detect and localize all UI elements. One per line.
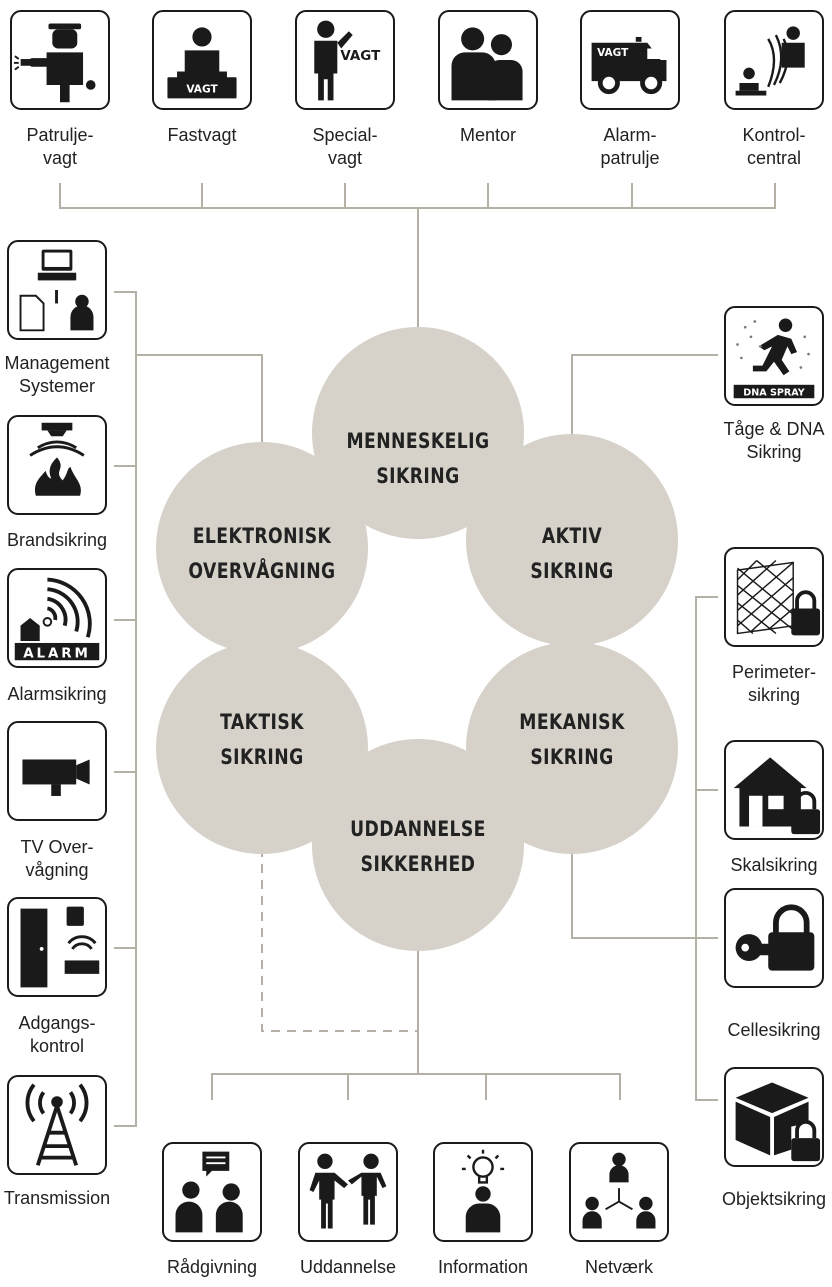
circle-uddannelse xyxy=(312,739,524,951)
transmission-box xyxy=(7,1075,107,1175)
network-icon xyxy=(582,1152,656,1229)
label-perimetersikring: Perimeter- sikring xyxy=(731,662,816,705)
label-tage-dna: Tåge & DNA Sikring xyxy=(723,419,825,462)
key-lock-icon xyxy=(735,904,815,971)
label-transmission: Transmission xyxy=(3,1188,111,1208)
circle-aktiv xyxy=(466,434,678,646)
information-box xyxy=(433,1142,533,1242)
label-information: Information xyxy=(437,1257,529,1277)
circle-taktisk xyxy=(156,642,368,854)
label-cellesikring: Cellesikring xyxy=(727,1020,821,1040)
control-center-icon xyxy=(735,26,805,96)
skalsikring-box xyxy=(724,740,824,840)
mentor-icon xyxy=(451,27,523,101)
house-lock-icon xyxy=(733,757,821,835)
label-patrulje-vagt: Patrulje- vagt xyxy=(26,125,94,168)
circle-label-taktisk: TAKTISK SIKRING xyxy=(220,710,304,769)
label-fastvagt: Fastvagt xyxy=(167,125,237,145)
fire-detector-icon xyxy=(29,422,85,496)
label-brandsikring: Brandsikring xyxy=(6,530,108,550)
management-system-icon xyxy=(19,249,94,332)
circle-mekanisk xyxy=(466,642,678,854)
label-netvaerk: Netværk xyxy=(584,1257,653,1277)
guard-flashlight-icon xyxy=(13,23,96,103)
label-uddannelse: Uddannelse xyxy=(299,1257,397,1277)
dna-spray-badge: DNA SPRAY xyxy=(743,387,806,398)
circle-label-aktiv: AKTIV SIKRING xyxy=(530,524,614,583)
fence-lock-icon xyxy=(736,559,821,636)
brandsikring-box xyxy=(7,415,107,515)
objektsikring-box xyxy=(724,1067,824,1167)
label-management-systemer: Management Systemer xyxy=(4,353,110,396)
patrol-van-icon: VAGT xyxy=(591,36,667,95)
fastvagt-box: VAGT xyxy=(152,10,252,110)
netvaerk-box xyxy=(569,1142,669,1242)
label-radgivning: Rådgivning xyxy=(166,1257,258,1277)
access-control-icon xyxy=(20,906,100,988)
circle-menneskelig xyxy=(312,327,524,539)
label-alarmsikring: Alarmsikring xyxy=(7,684,107,704)
alarmsikring-box: ALARM xyxy=(7,568,107,668)
vagt-badge: VAGT xyxy=(340,49,381,64)
label-skalsikring: Skalsikring xyxy=(730,855,818,875)
patrulje-vagt-box xyxy=(10,10,110,110)
management-systemer-box xyxy=(7,240,107,340)
label-kontrol-central: Kontrol- central xyxy=(742,125,806,168)
adgangskontrol-box xyxy=(7,897,107,997)
box-lock-icon xyxy=(735,1082,821,1162)
cctv-camera-icon xyxy=(22,759,90,796)
label-objektsikring: Objektsikring xyxy=(721,1189,827,1209)
label-tv-overvagning: TV Over- vågning xyxy=(20,837,94,880)
special-guard-icon: VAGT xyxy=(314,20,381,101)
circle-label-mekanisk: MEKANISK SIKRING xyxy=(519,710,625,769)
label-adgangskontrol: Adgangs- kontrol xyxy=(18,1013,96,1056)
label-special-vagt: Special- vagt xyxy=(312,125,378,168)
radgivning-box xyxy=(162,1142,262,1242)
label-mentor: Mentor xyxy=(459,125,517,145)
tage-dna-box: DNA SPRAY xyxy=(724,306,824,406)
alarm-patrulje-box: VAGT xyxy=(580,10,680,110)
perimetersikring-box xyxy=(724,547,824,647)
alarm-badge: ALARM xyxy=(23,646,90,661)
reception-desk-icon: VAGT xyxy=(167,27,237,99)
special-vagt-box: VAGT xyxy=(295,10,395,110)
alarm-signal-icon: ALARM xyxy=(14,577,100,661)
circle-label-menneskelig: MENNESKELIG SIKRING xyxy=(346,429,490,488)
lightbulb-person-icon xyxy=(461,1149,505,1233)
cellesikring-box xyxy=(724,888,824,988)
label-alarm-patrulje: Alarm- patrulje xyxy=(600,125,660,168)
kontrol-central-box xyxy=(724,10,824,110)
circle-label-elektronisk: ELEKTRONISK OVERVÅGNING xyxy=(188,524,336,583)
tv-overvagning-box xyxy=(7,721,107,821)
circle-elektronisk xyxy=(156,442,368,654)
dna-spray-icon: DNA SPRAY xyxy=(733,318,815,398)
antenna-tower-icon xyxy=(25,1083,89,1166)
vagt-badge: VAGT xyxy=(186,84,218,96)
mentor-box xyxy=(438,10,538,110)
advice-icon xyxy=(175,1151,243,1233)
training-icon xyxy=(309,1153,387,1229)
vagt-badge: VAGT xyxy=(597,47,629,59)
uddannelse-box xyxy=(298,1142,398,1242)
circle-label-uddannelse: UDDANNELSE SIKKERHED xyxy=(350,817,486,876)
